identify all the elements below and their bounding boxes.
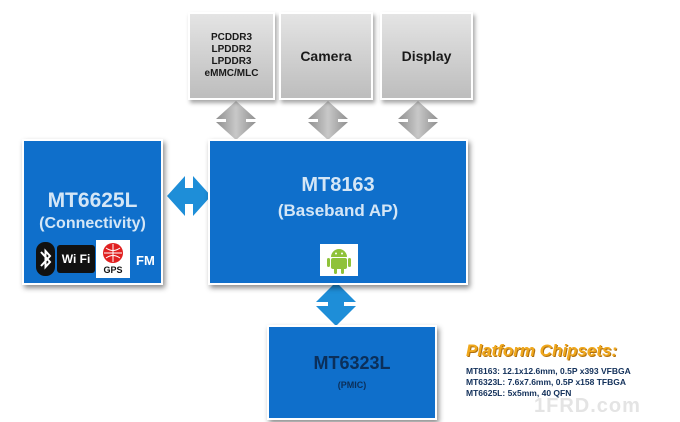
gps-text: GPS [103, 265, 123, 275]
memory-arrow [216, 101, 256, 140]
bluetooth-icon [36, 242, 55, 276]
spec-line: MT6323L: 7.6x7.6mm, 0.5P x158 TFBGA [466, 377, 627, 387]
spec-line: MT6625L: 5x5mm, 40 QFN [466, 388, 572, 398]
baseband-block: MT8163 (Baseband AP) [208, 139, 468, 285]
gps-icon: GPS [96, 240, 130, 278]
watermark: 1FRD.com [534, 395, 641, 417]
display-label: Display [401, 48, 452, 64]
platform-title: Platform Chipsets: [466, 341, 618, 360]
connectivity-arrow [167, 176, 211, 216]
baseband-subtitle: (Baseband AP) [277, 201, 399, 220]
memory-box: PCDDR3 LPDDR2 LPDDR3 eMMC/MLC [188, 12, 275, 100]
baseband-title: MT8163 [301, 174, 375, 196]
display-box: Display [380, 12, 473, 100]
camera-arrow [308, 101, 348, 140]
spec-line: MT8163: 12.1x12.6mm, 0.5P x393 VFBGA [466, 366, 631, 376]
memory-line: LPDDR2 [211, 44, 252, 55]
wifi-text: Wi Fi [61, 252, 91, 266]
pmic-block: MT6323L (PMIC) [267, 325, 437, 420]
memory-line: PCDDR3 [210, 32, 253, 43]
connectivity-title: MT6625L [47, 189, 138, 212]
connectivity-block: MT6625L (Connectivity) Wi Fi GPS FM [22, 139, 163, 285]
pmic-subtitle: (PMIC) [337, 380, 367, 390]
memory-line: LPDDR3 [211, 56, 252, 67]
pmic-title: MT6323L [313, 353, 391, 373]
pmic-arrow [316, 282, 356, 326]
fm-label: FM [136, 253, 155, 268]
camera-box: Camera [279, 12, 373, 100]
android-icon [320, 244, 358, 276]
camera-label: Camera [300, 48, 352, 64]
display-arrow [398, 101, 438, 140]
wifi-icon: Wi Fi [57, 245, 95, 273]
connectivity-subtitle: (Connectivity) [39, 215, 146, 232]
memory-line: eMMC/MLC [204, 68, 259, 79]
